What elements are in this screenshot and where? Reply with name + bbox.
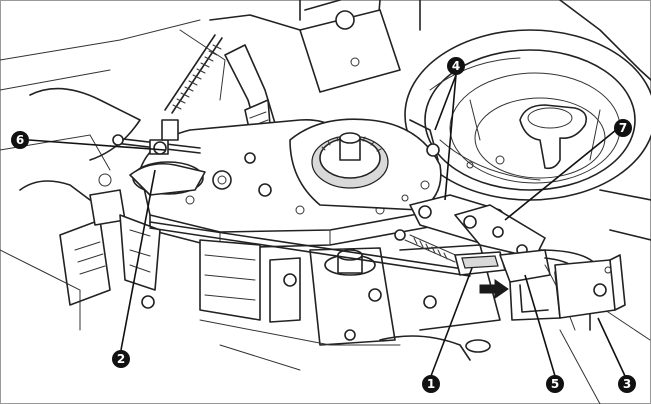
callout-2: 2: [112, 350, 130, 368]
callout-6-label: 6: [16, 133, 24, 147]
callout-3: 3: [618, 375, 636, 393]
right-lever-assembly: [394, 194, 626, 331]
callout-6: 6: [11, 131, 29, 149]
callout-4: 4: [447, 57, 465, 75]
callout-1: 1: [422, 375, 440, 393]
direction-arrow-icon: [479, 279, 509, 299]
callout-7: 7: [614, 119, 632, 137]
bobbin-bowl: [404, 29, 651, 201]
callout-1-label: 1: [427, 377, 435, 391]
link-rod: [149, 221, 471, 277]
callout-2-label: 2: [117, 352, 125, 366]
leader-lines: [28, 74, 626, 377]
callout-5: 5: [546, 375, 564, 393]
callout-7-label: 7: [619, 121, 627, 135]
callout-5-label: 5: [551, 377, 559, 391]
cam-disc: [289, 118, 442, 211]
callout-4-label: 4: [452, 59, 460, 73]
callout-3-label: 3: [623, 377, 631, 391]
lower-mechanism: [199, 239, 501, 371]
